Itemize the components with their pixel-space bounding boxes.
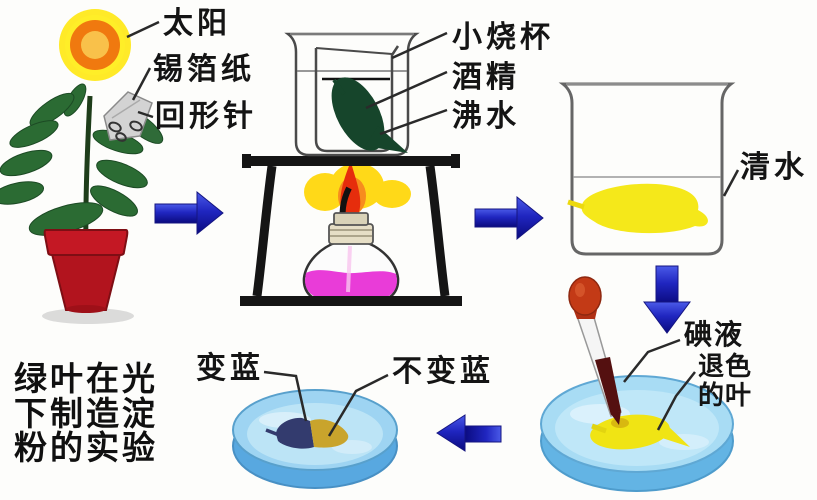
tin-foil-label: 锡箔纸 (153, 52, 255, 87)
double-beaker-icon (284, 32, 420, 157)
foil-leader-line (131, 67, 152, 101)
faded-leaf-icon (590, 414, 690, 450)
faded-leaf-leader-line (656, 371, 696, 431)
alcohol-leader-line (365, 70, 448, 110)
flower-pot-icon (42, 229, 134, 324)
heating-setup (240, 32, 462, 306)
faded-leaf-label: 退色 的叶 (698, 352, 753, 412)
sun-icon (59, 9, 131, 81)
arrow-down-icon (643, 265, 691, 334)
stained-blue-part (276, 417, 314, 449)
boiling-water-label: 沸水 (452, 99, 520, 134)
clear-water-leader-line (722, 169, 740, 197)
arrow-left-icon (436, 414, 502, 452)
potted-plant (0, 83, 164, 324)
arrow-right-1-icon (154, 190, 224, 236)
stand-icon (240, 154, 462, 306)
boiling-water-leader-line (379, 108, 448, 136)
turns-blue-leader-line (263, 370, 308, 422)
rinse-beaker-icon (558, 82, 736, 256)
foil-wrapped-leaf (103, 91, 164, 144)
alcohol-label: 酒精 (452, 60, 520, 95)
plant-icon (0, 83, 164, 245)
boiled-leaf-icon (331, 77, 408, 153)
not-blue-leader-line (327, 373, 389, 437)
clear-water-label: 清水 (740, 150, 808, 185)
iodine-label: 碘液 (684, 318, 745, 351)
petri-dish-result (232, 389, 398, 489)
iodine-leader-line (623, 338, 681, 383)
not-blue-label: 不变蓝 (392, 354, 494, 389)
dropper-icon (568, 276, 622, 425)
paper-clip-label: 回形针 (155, 99, 257, 134)
small-beaker-leader-line (391, 31, 448, 60)
arrow-right-2-icon (474, 195, 544, 241)
flame-icon (304, 163, 411, 219)
turns-blue-label: 变蓝 (196, 351, 264, 386)
sun-leader-line (126, 20, 160, 39)
clip-leader-line (137, 110, 154, 119)
paper-clip-icon (108, 120, 143, 142)
experiment-title: 绿叶在光 下制造淀 粉的实验 (14, 359, 158, 468)
small-beaker-label: 小烧杯 (452, 20, 554, 55)
bleached-leaf-icon (567, 183, 708, 234)
alcohol-lamp-icon (302, 212, 400, 304)
sun-label: 太阳 (163, 6, 231, 41)
